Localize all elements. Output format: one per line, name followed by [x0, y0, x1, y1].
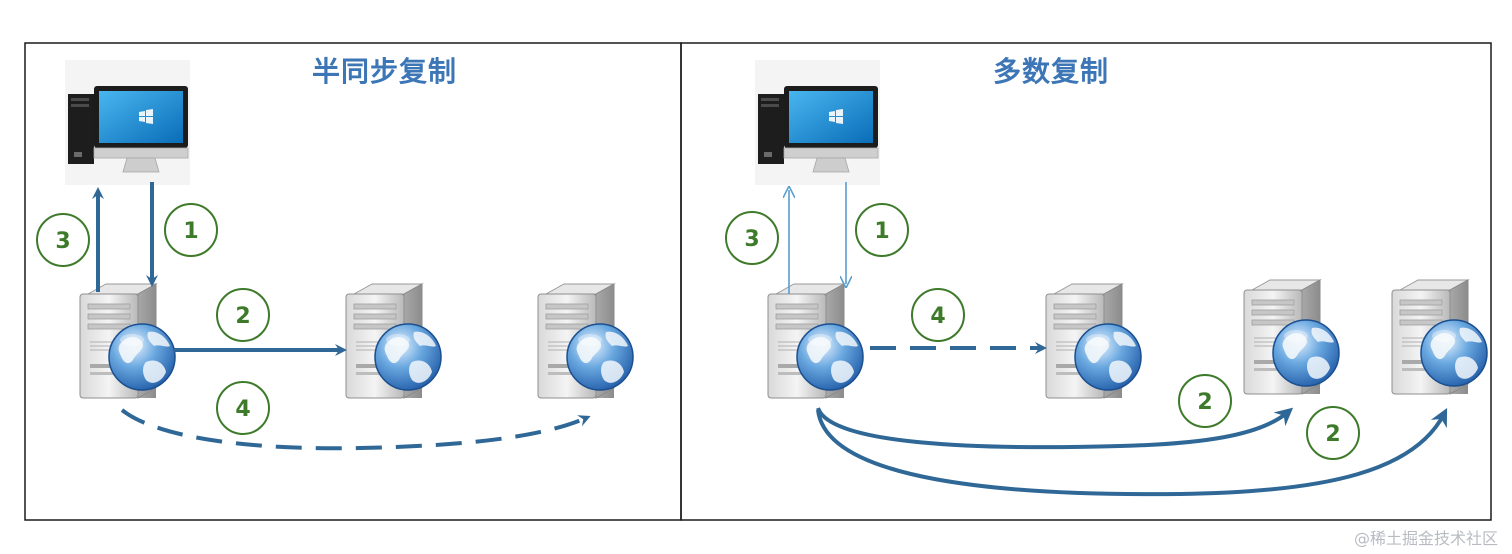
replicate-arrow-a	[816, 407, 1294, 450]
watermark: @稀土掘金技术社区	[1353, 529, 1498, 548]
replica-server-icon-a	[1243, 279, 1340, 395]
step-number-2a: 2	[1197, 390, 1212, 415]
client-computer-icon	[754, 59, 881, 186]
step-number-4: 4	[235, 397, 250, 422]
step-number-3: 3	[55, 229, 70, 254]
step-number-2b: 2	[1325, 422, 1340, 447]
step-number-1: 1	[183, 219, 198, 244]
step-number-4: 4	[930, 304, 945, 329]
primary-server-icon	[79, 283, 176, 399]
right-panel-frame	[680, 42, 1492, 521]
primary-server-icon	[767, 283, 864, 399]
client-computer-icon	[64, 59, 191, 186]
right-panel-title: 多数复制	[993, 55, 1110, 88]
step-number-3: 3	[744, 227, 759, 252]
left-panel-title: 半同步复制	[312, 55, 458, 88]
step-number-1: 1	[874, 219, 889, 244]
async-replicate-arrow	[120, 408, 591, 451]
replica-server-icon	[345, 283, 442, 399]
replicate-arrow-b	[816, 408, 1448, 497]
async-replica-server-icon	[537, 283, 634, 399]
async-replica-server-icon	[1045, 283, 1142, 399]
step-number-2: 2	[235, 304, 250, 329]
replica-server-icon-b	[1391, 279, 1488, 395]
